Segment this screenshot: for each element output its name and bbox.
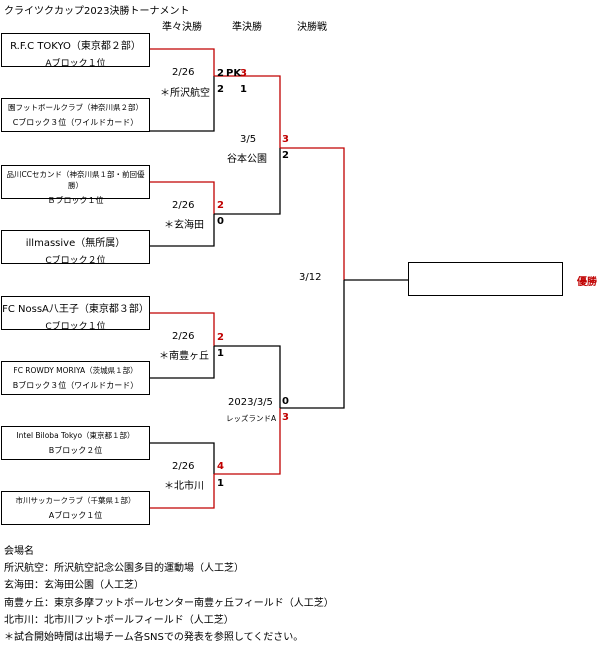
qf3-date: 2/26 xyxy=(172,331,195,342)
team-block: Bブロック３位（ワイルドカード） xyxy=(12,381,139,390)
qf1-pk-label: PK xyxy=(226,68,242,79)
qf2-top-score: 2 xyxy=(217,200,224,211)
team-name: 品川CCセカンド（神奈川県１部・前回優勝） xyxy=(6,170,145,190)
sf2-top-score: 0 xyxy=(282,396,289,407)
qf3-top-score: 2 xyxy=(217,332,224,343)
sf1-bottom-score: 2 xyxy=(282,150,289,161)
qf1-top-score: 2 xyxy=(217,68,224,79)
qf1-date: 2/26 xyxy=(172,67,195,78)
venue-note: ＊試合開始時間は出場チーム各SNSでの発表を参照してください。 xyxy=(4,632,304,644)
team-name: FC ROWDY MORIYA（茨城県１部） xyxy=(13,366,138,375)
sf1-top-score: 3 xyxy=(282,134,289,145)
team-block: Bブロック２位 xyxy=(48,446,103,455)
champion-box xyxy=(408,262,563,296)
sf1-date: 3/5 xyxy=(240,134,257,145)
qf2-date: 2/26 xyxy=(172,200,195,211)
team-block: Cブロック１位 xyxy=(45,322,106,332)
final-date: 3/12 xyxy=(299,272,322,283)
sf2-bottom-score: 3 xyxy=(282,412,289,423)
team-box-5: FC NossA八王子（東京都３部） Cブロック１位 xyxy=(1,296,150,332)
qf1-pk-top: 3 xyxy=(240,68,247,79)
venue-line: 玄海田：玄海田公園（人工芝） xyxy=(4,580,144,592)
qf4-top-score: 4 xyxy=(217,461,224,472)
team-name: 園フットボールクラブ（神奈川県２部） xyxy=(8,103,143,112)
team-box-3: 品川CCセカンド（神奈川県１部・前回優勝） Ｂブロック１位 xyxy=(1,165,150,205)
qf2-bottom-score: 0 xyxy=(217,216,224,227)
team-box-6: FC ROWDY MORIYA（茨城県１部） Bブロック３位（ワイルドカード） xyxy=(1,361,150,395)
qf2-venue: ＊玄海田 xyxy=(164,220,204,231)
qf4-date: 2/26 xyxy=(172,461,195,472)
team-name: Intel Biloba Tokyo（東京都１部） xyxy=(16,431,135,440)
venue-line: 北市川：北市川フットボールフィールド（人工芝） xyxy=(4,614,234,626)
champion-label: 優勝 xyxy=(577,277,597,288)
venue-heading: 会場名 xyxy=(4,546,34,557)
team-name: illmassive（無所属） xyxy=(25,238,126,249)
sf2-date: 2023/3/5 xyxy=(228,397,273,408)
team-block: Cブロック３位（ワイルドカード） xyxy=(12,118,139,127)
qf1-venue: ＊所沢航空 xyxy=(160,88,210,99)
team-box-8: 市川サッカークラブ（千葉県１部） Aブロック１位 xyxy=(1,491,150,525)
team-block: Cブロック２位 xyxy=(45,256,106,266)
round-header-sf: 準決勝 xyxy=(232,22,262,33)
venue-line: 南豊ヶ丘：東京多摩フットボールセンター南豊ヶ丘フィールド（人工芝） xyxy=(4,597,334,609)
team-block: Ｂブロック１位 xyxy=(47,196,104,205)
page-title: クライツクカップ2023決勝トーナメント xyxy=(4,6,190,17)
qf3-bottom-score: 1 xyxy=(217,348,224,359)
team-box-1: R.F.C TOKYO（東京都２部） Aブロック１位 xyxy=(1,33,150,69)
team-box-7: Intel Biloba Tokyo（東京都１部） Bブロック２位 xyxy=(1,426,150,460)
qf1-pk-bottom: 1 xyxy=(240,84,247,95)
sf2-venue: レッズランドA xyxy=(226,414,277,423)
team-block: Aブロック１位 xyxy=(48,511,103,520)
qf3-venue: ＊南豊ヶ丘 xyxy=(159,351,209,362)
team-box-2: 園フットボールクラブ（神奈川県２部） Cブロック３位（ワイルドカード） xyxy=(1,98,150,132)
round-header-final: 決勝戦 xyxy=(297,22,327,33)
round-header-qf: 準々決勝 xyxy=(162,22,202,33)
qf4-venue: ＊北市川 xyxy=(164,481,204,492)
team-name: FC NossA八王子（東京都３部） xyxy=(2,304,149,315)
qf4-bottom-score: 1 xyxy=(217,478,224,489)
qf1-bottom-score: 2 xyxy=(217,84,224,95)
team-name: R.F.C TOKYO（東京都２部） xyxy=(10,41,141,52)
sf1-venue: 谷本公園 xyxy=(227,154,267,165)
venue-line: 所沢航空：所沢航空記念公園多目的運動場（人工芝） xyxy=(4,563,244,575)
team-name: 市川サッカークラブ（千葉県１部） xyxy=(15,496,136,505)
team-block: Aブロック１位 xyxy=(45,59,106,69)
venue-list: 会場名 所沢航空：所沢航空記念公園多目的運動場（人工芝） 玄海田：玄海田公園（人… xyxy=(4,543,334,646)
team-box-4: illmassive（無所属） Cブロック２位 xyxy=(1,230,150,266)
